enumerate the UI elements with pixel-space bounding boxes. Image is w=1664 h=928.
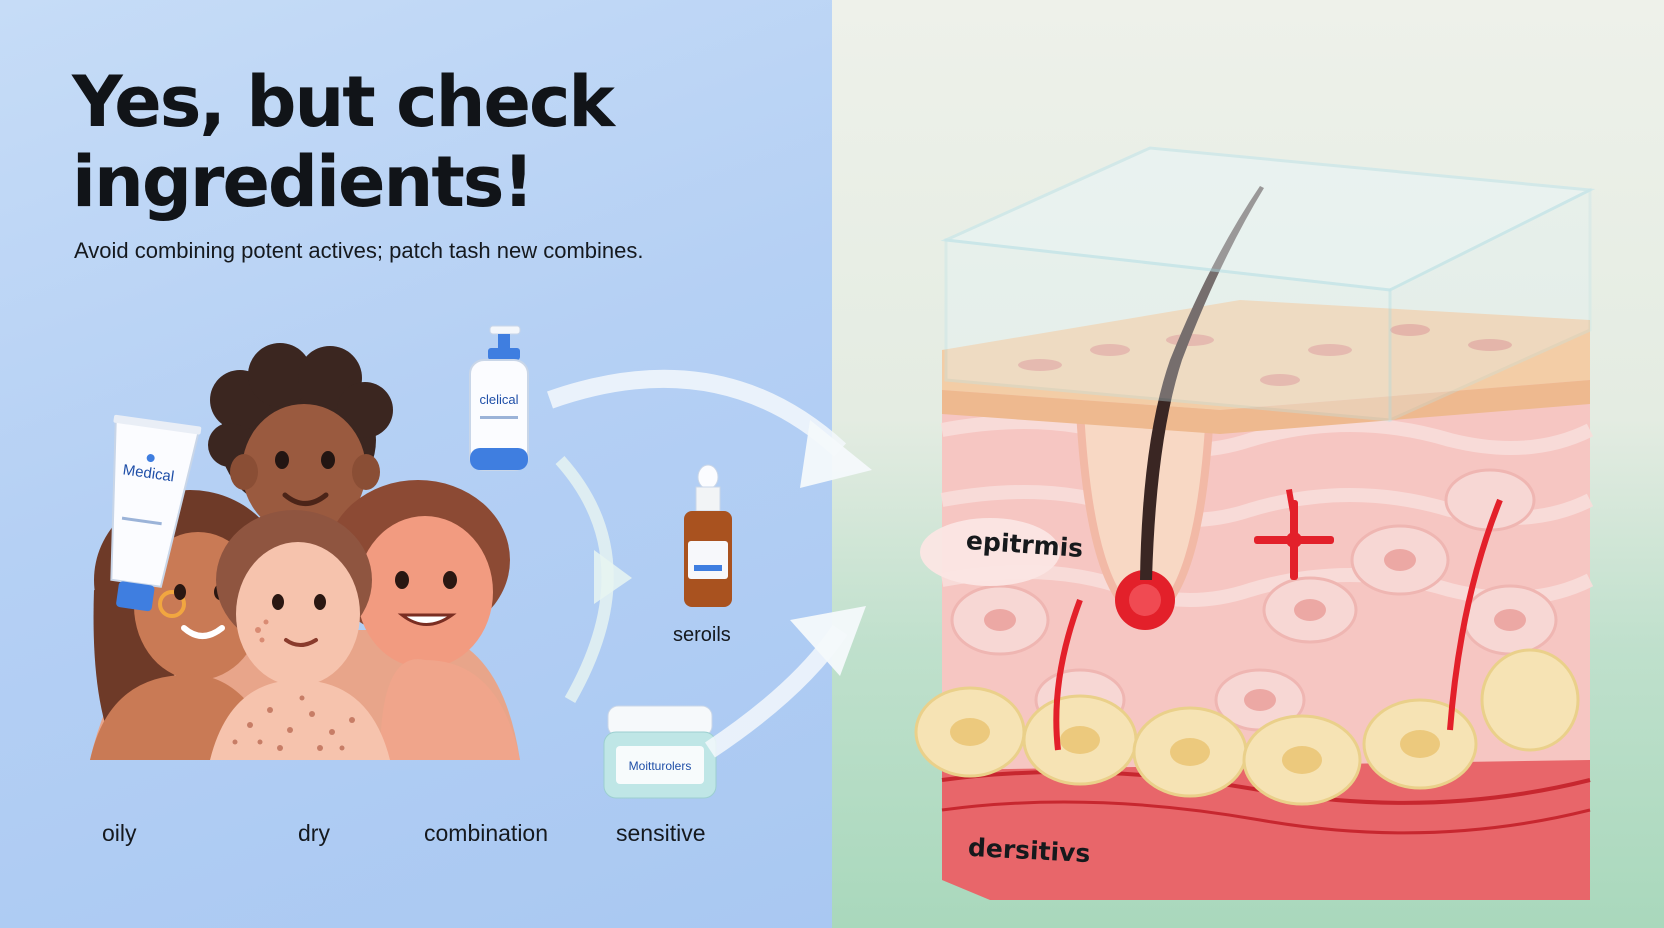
flow-arrow-icon [800, 420, 872, 488]
hair-strand-icon [1140, 186, 1264, 580]
arrow-middle-head [594, 550, 632, 604]
glass-box-top [940, 146, 1596, 292]
glass-box-side [1388, 187, 1592, 423]
skin-cross-section-illustration [914, 146, 1596, 900]
people-group-illustration [90, 343, 520, 760]
skin-type-combination: combination [424, 820, 549, 846]
bottle-label: clelical [479, 392, 518, 407]
jar-label: Moitturolers [629, 759, 692, 773]
epidermis-label-pill [920, 518, 1060, 586]
glass-box-front [944, 238, 1392, 422]
person-back [208, 343, 393, 536]
serum-caption: seroils [673, 624, 731, 646]
person-middle [210, 510, 390, 760]
skin-type-oily: oily [102, 820, 137, 846]
headline: Yes, but check ingredients! [72, 62, 792, 222]
moisturizer-jar: Moitturolers [603, 705, 717, 799]
cream-tube: Medical [110, 414, 202, 612]
headline-line-2: ingredients! [72, 141, 534, 223]
serum-dropper [684, 464, 732, 607]
blood-vessel-left [1053, 598, 1083, 751]
pump-bottle: clelical [469, 325, 529, 471]
arrow-bottom-head [790, 606, 866, 676]
person-right [326, 480, 520, 760]
skin-type-sensitive: sensitive [616, 820, 706, 846]
skin-type-dry: dry [298, 820, 330, 846]
blood-vessel-right [1447, 498, 1503, 731]
subheadline: Avoid combining potent actives; patch ta… [74, 238, 644, 263]
flow-arrows [547, 369, 872, 758]
arrow-top-curve [547, 369, 847, 457]
headline-line-1: Yes, but check [72, 61, 615, 143]
